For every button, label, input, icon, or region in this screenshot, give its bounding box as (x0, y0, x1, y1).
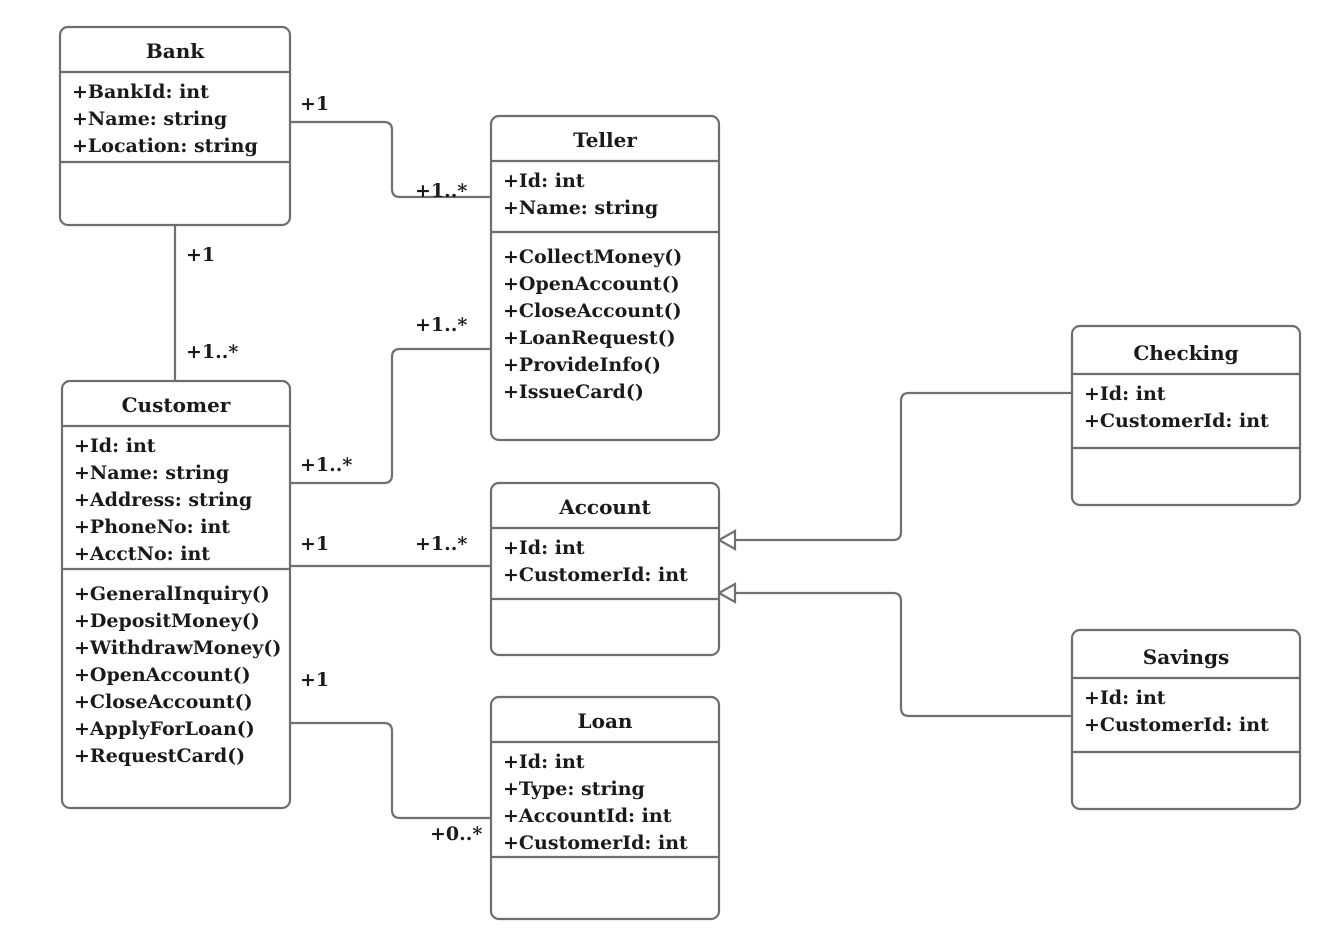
class-attribute: +Id: int (1084, 383, 1166, 405)
class-name: Teller (573, 128, 637, 152)
class-box-customer[interactable]: Customer +Id: int +Name: string +Address: s… (60, 379, 292, 810)
class-attribute: +Type: string (503, 778, 645, 800)
class-name: Checking (1133, 341, 1238, 365)
class-attribute: +BankId: int (72, 81, 209, 103)
class-name: Account (558, 495, 651, 519)
edge-savings-account (716, 582, 1072, 718)
class-attribute: +Name: string (72, 108, 227, 130)
edge-customer-teller (290, 347, 491, 485)
class-attribute: +PhoneNo: int (74, 516, 230, 538)
multiplicity-label: +1..* (415, 314, 467, 336)
class-attribute: +Id: int (503, 537, 585, 559)
class-method: +WithdrawMoney() (74, 637, 281, 659)
class-box-loan[interactable]: Loan +Id: int +Type: string +AccountId: int… (489, 695, 721, 921)
multiplicity-label: +0..* (430, 823, 482, 845)
edge-bank-teller (290, 120, 491, 199)
class-method: +IssueCard() (503, 381, 644, 403)
class-box-bank[interactable]: Bank +BankId: int +Name: string +Location: … (58, 25, 292, 227)
class-box-account[interactable]: Account +Id: int +CustomerId: int (489, 481, 721, 657)
multiplicity-label: +1 (300, 669, 329, 691)
multiplicity-label: +1..* (415, 533, 467, 555)
multiplicity-label: +1..* (300, 454, 352, 476)
class-attribute: +CustomerId: int (503, 832, 688, 854)
multiplicity-label: +1 (300, 93, 329, 115)
class-method: +RequestCard() (74, 745, 245, 767)
class-attribute: +AccountId: int (503, 805, 672, 827)
class-name: Bank (146, 39, 205, 63)
edge-customer-loan (290, 721, 491, 820)
class-method: +CollectMoney() (503, 246, 682, 268)
generalization-arrowhead-icon (716, 582, 737, 604)
class-name: Loan (578, 709, 633, 733)
class-method: +ProvideInfo() (503, 354, 661, 376)
classes-layer: Bank +BankId: int +Name: string +Location: … (58, 25, 1302, 921)
generalization-arrowhead-icon (716, 529, 737, 551)
multiplicity-label: +1 (300, 533, 329, 555)
class-attribute: +AcctNo: int (74, 543, 210, 565)
class-attribute: +Name: string (503, 197, 658, 219)
class-name: Savings (1143, 645, 1229, 669)
class-method: +LoanRequest() (503, 327, 676, 349)
edge-checking-account (716, 391, 1072, 551)
multiplicity-label: +1 (186, 244, 215, 266)
class-attribute: +Id: int (503, 751, 585, 773)
class-attribute: +CustomerId: int (503, 564, 688, 586)
class-attribute: +Location: string (72, 135, 258, 157)
class-attribute: +Id: int (74, 435, 156, 457)
class-method: +CloseAccount() (503, 300, 682, 322)
class-box-checking[interactable]: Checking +Id: int +CustomerId: int (1070, 324, 1302, 507)
class-box-savings[interactable]: Savings +Id: int +CustomerId: int (1070, 628, 1302, 811)
class-method: +DepositMoney() (74, 610, 260, 632)
class-attribute: +Id: int (503, 170, 585, 192)
edge-labels-layer: +1 +1..* +1 +1..* +1..* +1..* +1 +1..* +1 +0..* (186, 93, 482, 845)
class-attribute: +CustomerId: int (1084, 410, 1269, 432)
class-attribute: +Address: string (74, 489, 252, 511)
class-name: Customer (122, 393, 231, 417)
class-attribute: +Name: string (74, 462, 229, 484)
class-method: +OpenAccount() (74, 664, 251, 686)
class-method: +OpenAccount() (503, 273, 680, 295)
class-method: +ApplyForLoan() (74, 718, 255, 740)
multiplicity-label: +1..* (415, 180, 467, 202)
edges-layer (173, 120, 1072, 820)
class-box-teller[interactable]: Teller +Id: int +Name: string +CollectMoney… (489, 114, 721, 442)
class-attribute: +Id: int (1084, 687, 1166, 709)
multiplicity-label: +1..* (186, 341, 238, 363)
class-attribute: +CustomerId: int (1084, 714, 1269, 736)
class-method: +CloseAccount() (74, 691, 253, 713)
class-method: +GeneralInquiry() (74, 583, 270, 605)
